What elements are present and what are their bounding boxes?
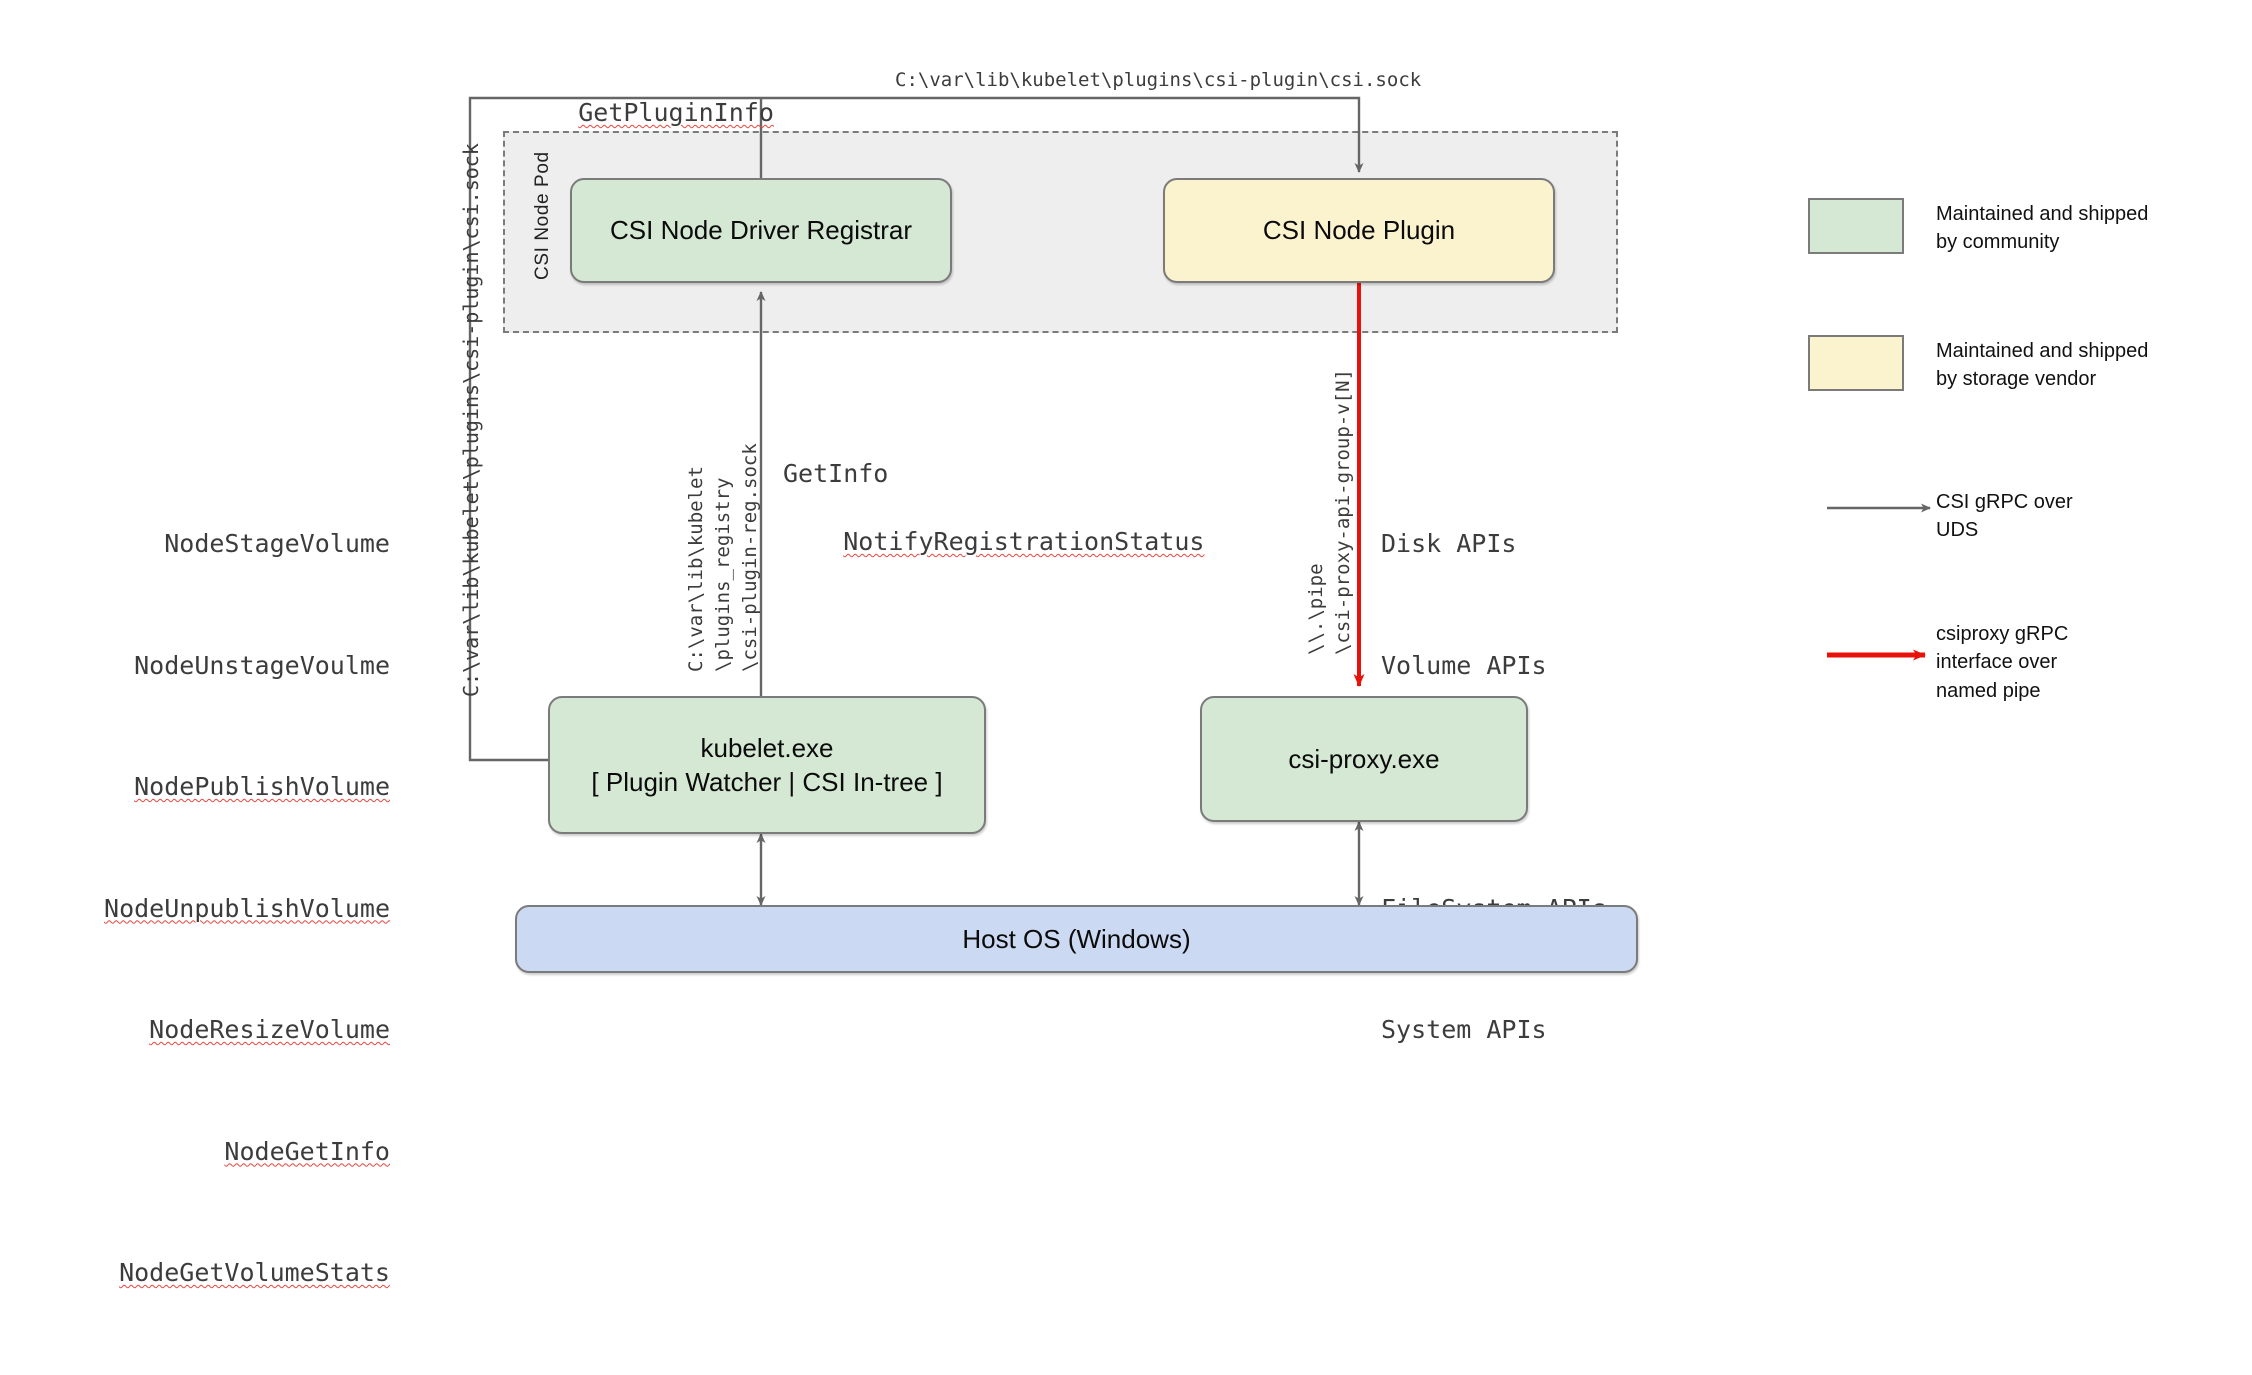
proxy-api-item: Volume APIs <box>1381 650 1547 680</box>
node-label-line1: kubelet.exe <box>700 732 834 763</box>
proxy-api-item: System APIs <box>1381 1015 1547 1044</box>
node-csi-proxy-exe[interactable]: csi-proxy.exe <box>1200 696 1528 822</box>
node-api-list: NodeStageVolume NodeUnstageVoulme NodePu… <box>100 443 390 1375</box>
label-getplugininfo: GetPluginInfo <box>578 98 774 127</box>
node-label: CSI Node Driver Registrar <box>610 215 912 246</box>
node-label: Host OS (Windows) <box>962 923 1191 954</box>
node-api-item: NodeUnpublishVolume <box>104 893 390 923</box>
legend-swatch-community <box>1808 198 1904 254</box>
node-kubelet-exe[interactable]: kubelet.exe [ Plugin Watcher | CSI In-tr… <box>548 696 986 834</box>
legend-text-community: Maintained and shipped by community <box>1936 203 2149 254</box>
csi-node-pod-label: CSI Node Pod <box>532 151 553 280</box>
legend-text-csi-grpc-uds: CSI gRPC over UDS <box>1936 491 2073 542</box>
legend-text-storage-vendor: Maintained and shipped by storage vendor <box>1936 340 2149 391</box>
node-api-item: NodeStageVolume <box>164 529 390 558</box>
legend-text-csiproxy-named-pipe: csiproxy gRPC interface over named pipe <box>1936 623 2069 702</box>
node-label: csi-proxy.exe <box>1288 743 1440 774</box>
node-api-item: NodeUnstageVoulme <box>134 650 390 680</box>
label-named-pipe-line2: \csi-proxy-api-group-v[N] <box>1332 369 1354 655</box>
legend-swatch-storage-vendor <box>1808 335 1904 391</box>
node-host-os[interactable]: Host OS (Windows) <box>515 905 1638 973</box>
label-csi-sock-path-top: C:\var\lib\kubelet\plugins\csi-plugin\cs… <box>895 69 1422 91</box>
label-csi-sock-path-left: C:\var\lib\kubelet\plugins\csi-plugin\cs… <box>459 143 483 697</box>
node-api-item: NodeResizeVolume <box>149 1015 390 1044</box>
node-api-item: NodeGetVolumeStats <box>119 1258 390 1287</box>
proxy-api-item: Disk APIs <box>1381 529 1517 558</box>
node-label-line2: [ Plugin Watcher | CSI In-tree ] <box>591 767 943 797</box>
diagram-canvas: CSI Node Pod GetPl <box>104 69 2149 1287</box>
label-notifyregistrationstatus: NotifyRegistrationStatus <box>843 527 1205 556</box>
label-registry-path-line2: \plugins_registry <box>712 477 734 672</box>
node-csi-node-driver-registrar[interactable]: CSI Node Driver Registrar <box>570 178 952 283</box>
label-registry-path-line3: \csi-plugin-reg.sock <box>739 443 761 672</box>
node-api-item: NodePublishVolume <box>134 772 390 801</box>
label-named-pipe-line1: \\.\pipe <box>1305 563 1327 655</box>
node-api-item: NodeGetInfo <box>224 1136 390 1166</box>
node-csi-node-plugin[interactable]: CSI Node Plugin <box>1163 178 1555 283</box>
node-label: CSI Node Plugin <box>1262 215 1456 246</box>
label-getinfo: GetInfo <box>783 459 889 488</box>
label-registry-path-line1: C:\var\lib\kubelet <box>685 466 707 672</box>
